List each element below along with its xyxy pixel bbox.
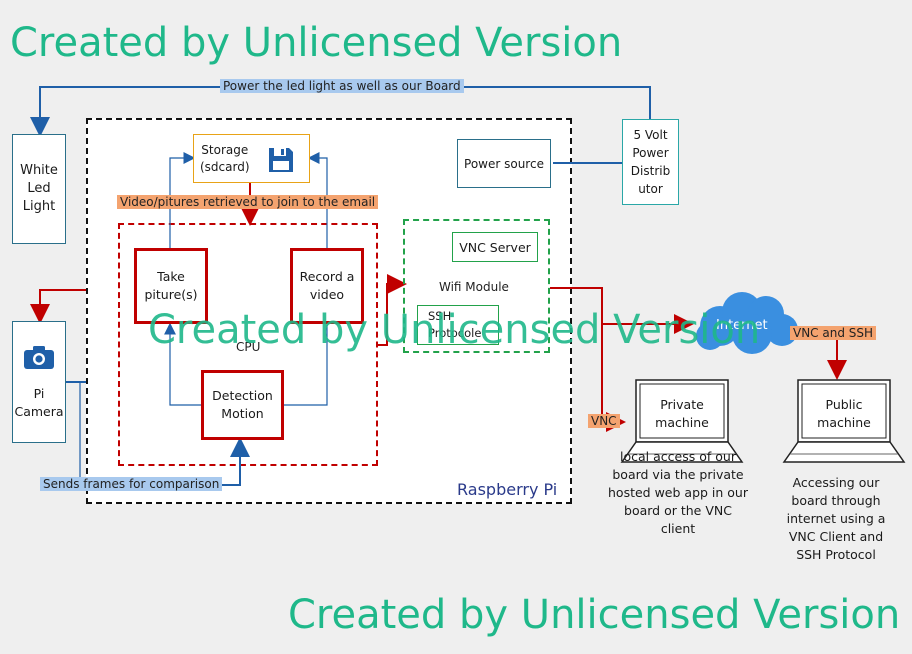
storage-label-1: Storage	[201, 142, 249, 157]
led-label-2: Led	[27, 181, 51, 196]
power-source-box: Power source	[457, 139, 551, 188]
public-caption-line: board through	[791, 493, 881, 508]
laptop-icon	[620, 379, 744, 463]
watermark-bottom: Created by Unlicensed Version	[288, 592, 901, 638]
distributor-label-3: Distrib	[630, 164, 671, 178]
frames-edge-label: Sends frames for comparison	[40, 477, 223, 491]
private-caption-line: local access of our	[620, 449, 736, 464]
white-led-box: White Led Light	[12, 134, 66, 244]
video-retrieved-edge-label: Video/pitures retrieved to join to the e…	[117, 195, 379, 209]
led-label-1: White	[20, 163, 58, 178]
led-label-3: Light	[22, 199, 56, 214]
power-edge-label: Power the led light as well as our Board	[220, 79, 464, 93]
camera-label-2: Camera	[14, 404, 64, 419]
private-caption: local access of our board via the privat…	[600, 448, 756, 538]
power-distributor-box: 5 Volt Power Distrib utor	[622, 119, 679, 205]
take-picture-label-2: piture(s)	[144, 287, 198, 302]
private-label-1: Private	[660, 397, 704, 412]
pi-camera-box: Pi Camera	[12, 321, 66, 443]
camera-label-1: Pi	[33, 386, 45, 401]
power-source-label: Power source	[464, 156, 544, 171]
public-label-1: Public	[825, 397, 863, 412]
take-picture-box: Take piture(s)	[134, 248, 208, 324]
storage-label-2: (sdcard)	[200, 159, 250, 174]
ssh-label-2: Protocole	[428, 326, 482, 340]
ssh-label-1: SSH	[428, 309, 452, 323]
vnc-server-box: VNC Server	[452, 232, 538, 262]
cloud-icon	[696, 292, 798, 354]
detection-motion-box: Detection Motion	[201, 370, 284, 440]
distributor-label-4: utor	[638, 182, 663, 196]
public-caption-line: SSH Protocol	[796, 547, 876, 562]
watermark-top: Created by Unlicensed Version	[10, 20, 623, 66]
detection-label-2: Motion	[221, 406, 264, 421]
private-caption-line: board or the VNC	[624, 503, 732, 518]
take-picture-label-1: Take	[157, 269, 185, 284]
distributor-label-1: 5 Volt	[633, 128, 668, 142]
detection-label-1: Detection	[212, 388, 273, 403]
private-label-2: machine	[655, 415, 709, 430]
wifi-module-label: Wifi Module	[439, 280, 509, 294]
vnc-edge-label: VNC	[588, 414, 620, 428]
record-video-label-1: Record a	[299, 269, 355, 284]
vnc-ssh-edge-label: VNC and SSH	[790, 326, 877, 340]
vnc-server-label: VNC Server	[459, 239, 531, 255]
camera-to-frames-line	[65, 381, 81, 485]
storage-box: Storage (sdcard)	[193, 134, 310, 183]
wifi-to-internet-line	[550, 287, 694, 334]
record-video-box: Record a video	[290, 248, 364, 324]
ssh-box: SSH Protocole	[417, 305, 499, 345]
private-caption-line: hosted web app in our	[608, 485, 748, 500]
private-machine-label: Private machine	[646, 396, 718, 432]
watermark-middle: Created by Unlicensed Version	[148, 307, 761, 353]
public-caption-line: internet using a	[786, 511, 886, 526]
record-video-label-2: video	[309, 287, 345, 302]
camera-icon	[24, 346, 54, 369]
raspberry-pi-label: Raspberry Pi	[457, 480, 558, 499]
public-machine-label: Public machine	[808, 396, 880, 432]
wifi-module-container	[403, 219, 550, 353]
private-caption-line: board via the private	[612, 467, 744, 482]
internet-label: Internet	[716, 318, 768, 333]
public-caption: Accessing our board through internet usi…	[774, 474, 898, 564]
floppy-disk-icon	[269, 148, 293, 172]
laptop-icon	[782, 379, 906, 463]
distributor-label-2: Power	[632, 146, 669, 160]
public-label-2: machine	[817, 415, 871, 430]
public-caption-line: Accessing our	[792, 475, 880, 490]
cpu-label: CPU	[236, 340, 261, 354]
public-caption-line: VNC Client and	[788, 529, 884, 544]
private-caption-line: client	[660, 521, 696, 536]
